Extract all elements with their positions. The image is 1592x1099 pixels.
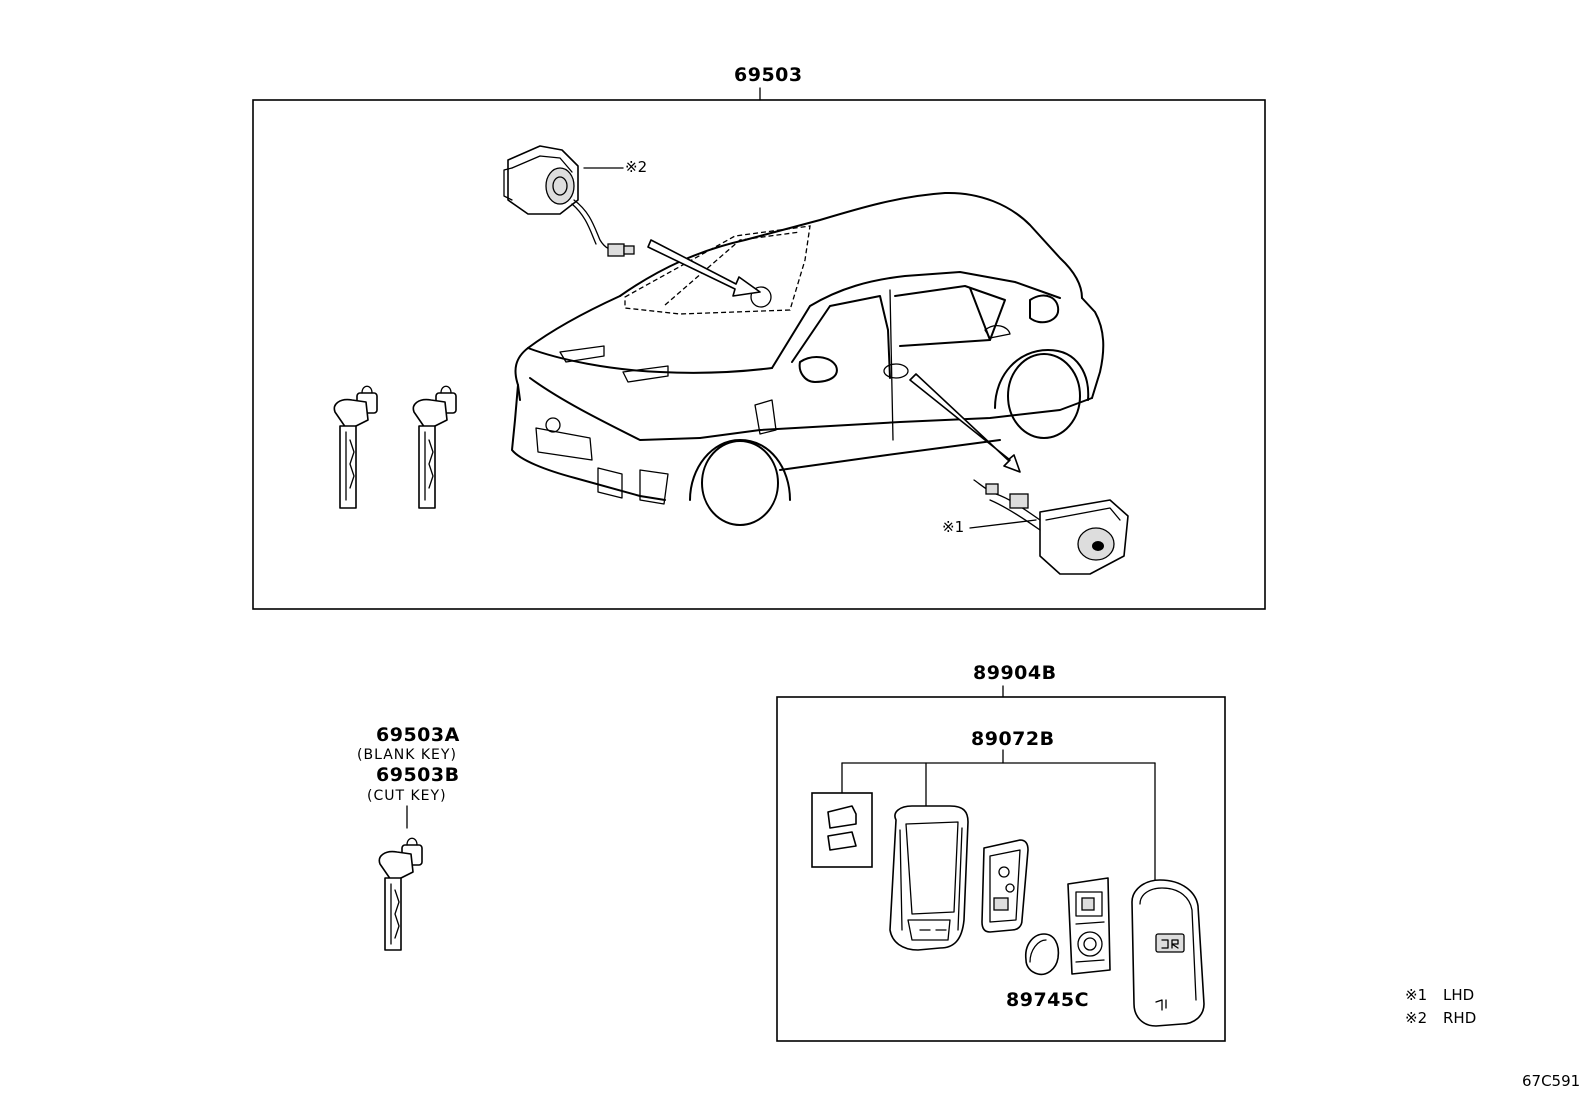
diagram-id: 67C591 xyxy=(1522,1072,1581,1090)
legend-mark-2: ※2 xyxy=(1405,1009,1428,1027)
callout-blank-key: 69503A xyxy=(376,724,460,746)
legend-text-lhd: LHD xyxy=(1443,986,1475,1004)
callout-cut-key: 69503B xyxy=(376,764,460,786)
transmitter-frame xyxy=(889,805,969,951)
callout-blank-key-note: (BLANK KEY) xyxy=(357,747,457,763)
callout-transmitter-case: 89072B xyxy=(971,728,1055,750)
callout-cut-key-note: (CUT KEY) xyxy=(367,788,447,804)
transmitter-box xyxy=(776,685,1226,1042)
door-cylinder-lhd xyxy=(969,479,1129,575)
key-standalone xyxy=(378,805,423,951)
callout-lock-set: 69503 xyxy=(734,64,803,86)
callout-mark-2: ※2 xyxy=(625,158,648,176)
legend-text-rhd: RHD xyxy=(1443,1009,1477,1027)
legend-mark-1: ※1 xyxy=(1405,986,1428,1004)
ignition-cylinder-rhd xyxy=(503,145,635,257)
arrow-door-lock xyxy=(909,373,1021,473)
arrow-ignition xyxy=(647,239,761,297)
callout-transmitter-assy: 89904B xyxy=(973,662,1057,684)
transmitter-insert-pieces xyxy=(811,792,873,868)
callout-mark-1: ※1 xyxy=(942,518,965,536)
transmitter-circuit-board xyxy=(981,839,1029,933)
key-cut-in-set xyxy=(412,385,457,509)
battery xyxy=(1024,933,1060,976)
lock-set-box xyxy=(252,87,1266,610)
callout-battery: 89745C xyxy=(1006,989,1090,1011)
transmitter-cover xyxy=(1131,879,1205,1027)
car-illustration xyxy=(511,191,1105,526)
key-blank-in-set xyxy=(333,385,378,509)
transmitter-inner-tray xyxy=(1067,877,1111,975)
